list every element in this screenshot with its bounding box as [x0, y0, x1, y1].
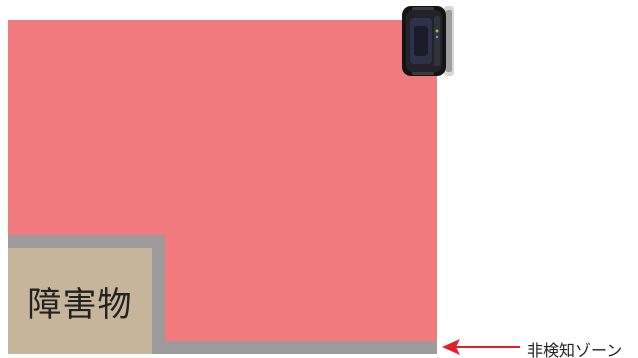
obstacle-label: 障害物: [28, 277, 133, 326]
obstacle: 障害物: [8, 248, 152, 354]
non-detection-zone-label: 非検知ゾーン: [527, 337, 622, 358]
lidar-sensor-icon: [400, 4, 456, 78]
arrow-left-icon: [440, 338, 522, 356]
